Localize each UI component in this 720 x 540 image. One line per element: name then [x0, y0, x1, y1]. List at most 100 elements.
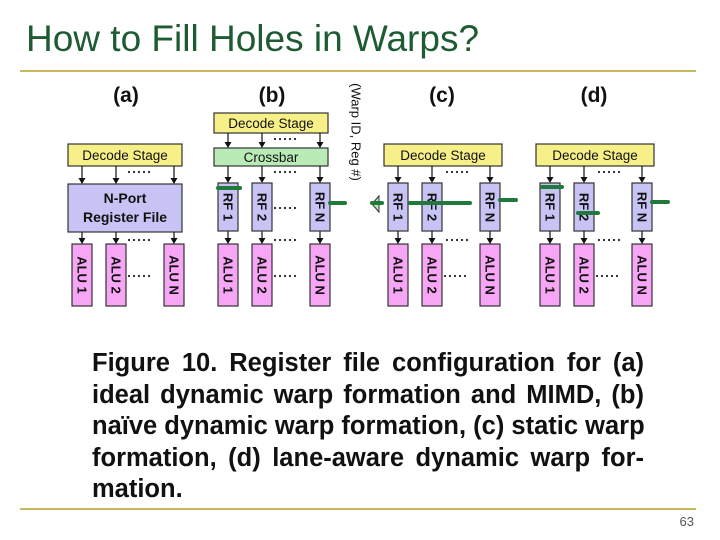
arrowhead	[638, 177, 646, 183]
ellipsis-dot	[278, 170, 282, 174]
register-file-bank-label: RF 1	[543, 193, 558, 221]
arrowhead	[224, 177, 232, 183]
register-file-bank-label: RF N	[483, 192, 498, 222]
ellipsis-dot	[615, 274, 619, 278]
ellipsis-dot	[283, 170, 287, 174]
ellipsis-dot	[288, 238, 292, 242]
decode-stage-box	[535, 143, 655, 167]
caption-line: naïve dynamic warp formation, (c) static…	[92, 412, 645, 440]
ellipsis-dot	[132, 170, 136, 174]
ellipsis-dot	[273, 206, 277, 210]
register-file-bank	[309, 182, 331, 232]
register-file-bank-label: RF 1	[221, 193, 236, 221]
ellipsis-dot	[273, 238, 277, 242]
alu-box-label: ALU N	[167, 255, 182, 295]
ellipsis-dot	[443, 274, 447, 278]
arrowhead	[224, 238, 232, 244]
panel-label: (b)	[259, 84, 286, 107]
ellipsis-dot	[293, 137, 297, 141]
ellipsis-dot	[617, 238, 621, 242]
ellipsis-dot	[600, 274, 604, 278]
ellipsis-dot	[463, 274, 467, 278]
register-file-bank-label: RF 2	[577, 193, 592, 221]
ellipsis-dot	[283, 206, 287, 210]
slide-title: How to Fill Holes in Warps?	[26, 18, 480, 59]
crossbar-label: Crossbar	[244, 150, 299, 165]
ellipsis-dot	[602, 170, 606, 174]
alu-box-label: ALU 2	[425, 256, 440, 294]
ellipsis-dot	[273, 274, 277, 278]
ellipsis-dot	[445, 170, 449, 174]
ellipsis-dot	[612, 238, 616, 242]
arrowhead	[258, 238, 266, 244]
ellipsis-dot	[293, 170, 297, 174]
ellipsis-dot	[142, 274, 146, 278]
arrowhead	[428, 177, 436, 183]
alu-box-label: ALU 1	[221, 256, 236, 294]
arrowhead	[224, 142, 232, 148]
ellipsis-dot	[132, 274, 136, 278]
arrowhead	[258, 142, 266, 148]
decode-stage-label: Decode Stage	[400, 148, 486, 163]
ellipsis-dot	[450, 170, 454, 174]
arrowhead	[546, 238, 554, 244]
ellipsis-dot	[278, 206, 282, 210]
arrowhead	[170, 238, 178, 244]
ellipsis-dot	[137, 238, 141, 242]
register-file-bank	[217, 182, 239, 232]
alu-box-label: ALU 1	[75, 256, 90, 294]
arrowhead	[170, 178, 178, 184]
decode-stage-box	[383, 143, 503, 167]
alu-box-label: ALU 1	[543, 256, 558, 294]
ellipsis-dot	[288, 137, 292, 141]
panel-label: (a)	[113, 84, 139, 107]
ellipsis-dot	[288, 170, 292, 174]
ellipsis-dot	[605, 274, 609, 278]
arrowhead	[112, 238, 120, 244]
ellipsis-dot	[147, 170, 151, 174]
arrowhead	[486, 177, 494, 183]
ellipsis-dot	[137, 170, 141, 174]
caption-line: ideal dynamic warp formation and MIMD, (…	[92, 380, 644, 409]
ellipsis-dot	[142, 170, 146, 174]
ellipsis-dot	[293, 274, 297, 278]
ellipsis-dot	[278, 137, 282, 141]
decode-stage-box	[67, 143, 183, 167]
arrowhead	[486, 238, 494, 244]
warp-id-note: (Warp ID, Reg #)	[349, 83, 364, 181]
ellipsis-dot	[278, 274, 282, 278]
alu-box-label: ALU 1	[391, 256, 406, 294]
arrowhead	[78, 178, 86, 184]
alu-box-label: ALU 2	[255, 256, 270, 294]
ellipsis-dot	[595, 274, 599, 278]
decode-stage-label: Decode Stage	[552, 148, 638, 163]
decode-stage-label: Decode Stage	[82, 148, 168, 163]
register-file-bank-label: RF N	[313, 192, 328, 222]
alu-box-label: ALU 2	[109, 256, 124, 294]
ellipsis-dot	[465, 238, 469, 242]
ellipsis-dot	[453, 274, 457, 278]
arrowhead	[428, 238, 436, 244]
alu-box-label: ALU N	[635, 255, 650, 295]
ellipsis-dot	[445, 238, 449, 242]
decode-stage-label: Decode Stage	[228, 116, 314, 131]
arrowhead	[316, 238, 324, 244]
arrowhead	[638, 238, 646, 244]
register-file-bank-label: RF N	[635, 192, 650, 222]
arrowhead	[580, 177, 588, 183]
ellipsis-dot	[147, 238, 151, 242]
ellipsis-dot	[597, 170, 601, 174]
arrowhead	[112, 178, 120, 184]
ellipsis-dot	[455, 238, 459, 242]
alu-box-label: ALU 2	[577, 256, 592, 294]
ellipsis-dot	[617, 170, 621, 174]
ellipsis-dot	[142, 238, 146, 242]
ellipsis-dot	[147, 274, 151, 278]
ellipsis-dot	[612, 170, 616, 174]
register-file-bank	[251, 182, 273, 232]
arrowhead	[394, 238, 402, 244]
alu-box-label: ALU N	[313, 255, 328, 295]
crossbar-box	[213, 147, 329, 167]
register-file-bank-label: RF 2	[255, 193, 270, 221]
alu-box-label: ALU N	[483, 255, 498, 295]
